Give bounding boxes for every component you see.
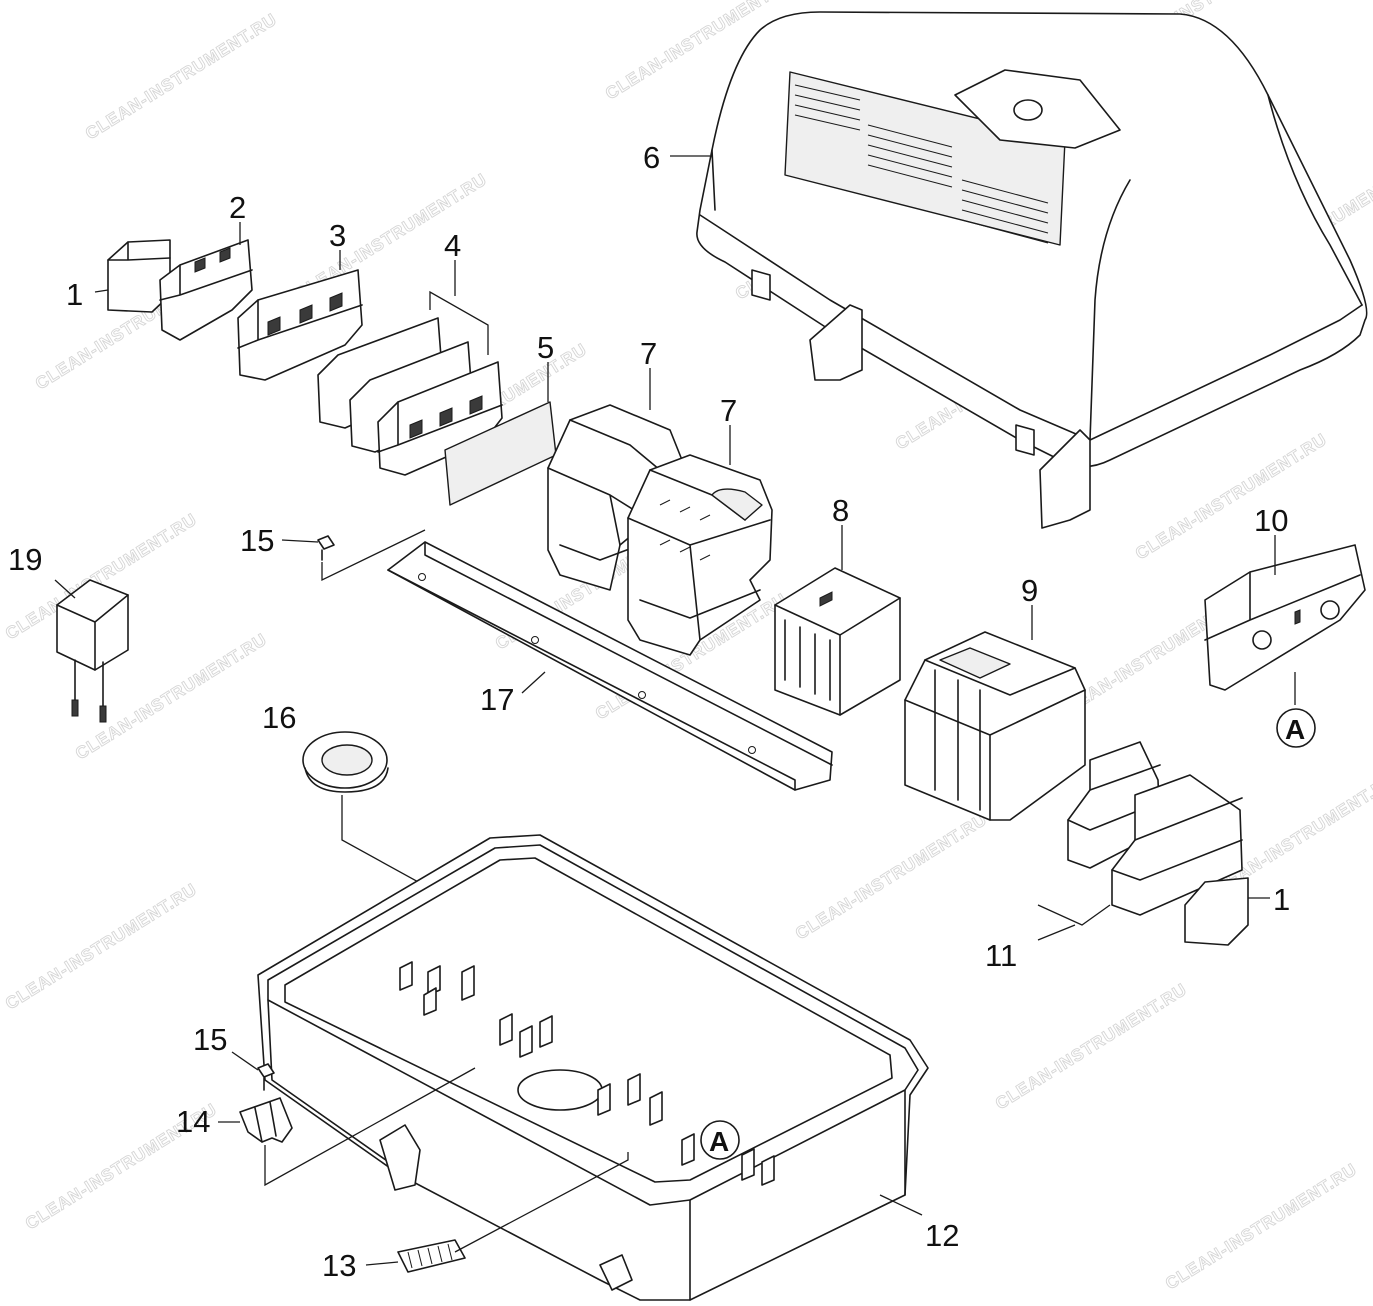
- part-15-screw-bottom: [257, 1063, 275, 1091]
- part-11-relays: [1067, 741, 1243, 916]
- part-13-comb-bracket: [397, 1152, 629, 1273]
- part-15-screw-top: [317, 535, 335, 561]
- part-1-end-cap-bottom: [1184, 877, 1249, 946]
- part-number-6: 6: [643, 140, 660, 175]
- watermark: CLEAN-INSTRUMENT.RU: [2, 880, 200, 1014]
- part-number-12: 12: [925, 1218, 959, 1253]
- watermark: CLEAN-INSTRUMENT.RU: [1132, 430, 1330, 564]
- part-number-19: 19: [8, 542, 42, 577]
- part-number-9: 9: [1021, 573, 1038, 608]
- watermark: CLEAN-INSTRUMENT.RU: [992, 980, 1190, 1114]
- part-9-circuit-breaker: [904, 631, 1086, 821]
- callout-a-label: A: [709, 1126, 729, 1157]
- part-4-terminal-blocks: [317, 290, 503, 476]
- part-8-small-contactor: [774, 567, 901, 716]
- watermark: CLEAN-INSTRUMENT.RU: [1162, 1160, 1360, 1294]
- part-number-1-bottom: 1: [1273, 882, 1290, 917]
- part-number-16: 16: [262, 700, 296, 735]
- part-2-terminal-block: [159, 239, 253, 341]
- part-1-end-cap-top: [107, 239, 171, 313]
- part-12-enclosure-base: [257, 834, 929, 1301]
- part-number-5: 5: [537, 330, 554, 365]
- part-10-terminal-module: [1204, 544, 1366, 691]
- part-number-4: 4: [444, 228, 461, 263]
- part-number-15-bottom: 15: [193, 1022, 227, 1057]
- watermark: CLEAN-INSTRUMENT.RU: [792, 810, 990, 944]
- part-19-capacitor: [56, 579, 129, 723]
- part-number-11: 11: [985, 938, 1017, 973]
- part-14-cable-clamp: [239, 1067, 476, 1187]
- part-number-labels: 1 2 3 4 5 6 7 7 8 9 10 11 1 12 13 14 15 …: [8, 140, 1290, 1283]
- part-number-2: 2: [229, 190, 246, 225]
- leader-lines: [54, 155, 1296, 1266]
- part-number-7-front: 7: [720, 393, 737, 428]
- part-7-contactor-front: [627, 454, 773, 656]
- part-number-10: 10: [1254, 503, 1288, 538]
- watermark: CLEAN-INSTRUMENT.RU: [82, 10, 280, 144]
- cover-vent-slots: [794, 84, 1049, 244]
- part-6-cover: [696, 11, 1368, 529]
- part-17-din-rail: [321, 529, 833, 791]
- part-number-3: 3: [329, 218, 346, 253]
- part-7-contactor-rear: [547, 404, 683, 591]
- callout-a-right: A: [1276, 708, 1316, 748]
- callout-a-label: A: [1285, 714, 1305, 745]
- part-3-terminal-block: [237, 269, 363, 381]
- part-number-13: 13: [322, 1248, 356, 1283]
- part-number-7-rear: 7: [640, 336, 657, 371]
- part-number-1-top: 1: [66, 277, 83, 312]
- part-number-17: 17: [480, 682, 514, 717]
- callout-a-base: A: [700, 1120, 740, 1160]
- part-number-14: 14: [176, 1104, 210, 1139]
- part-number-8: 8: [832, 493, 849, 528]
- part-number-15-top: 15: [240, 523, 274, 558]
